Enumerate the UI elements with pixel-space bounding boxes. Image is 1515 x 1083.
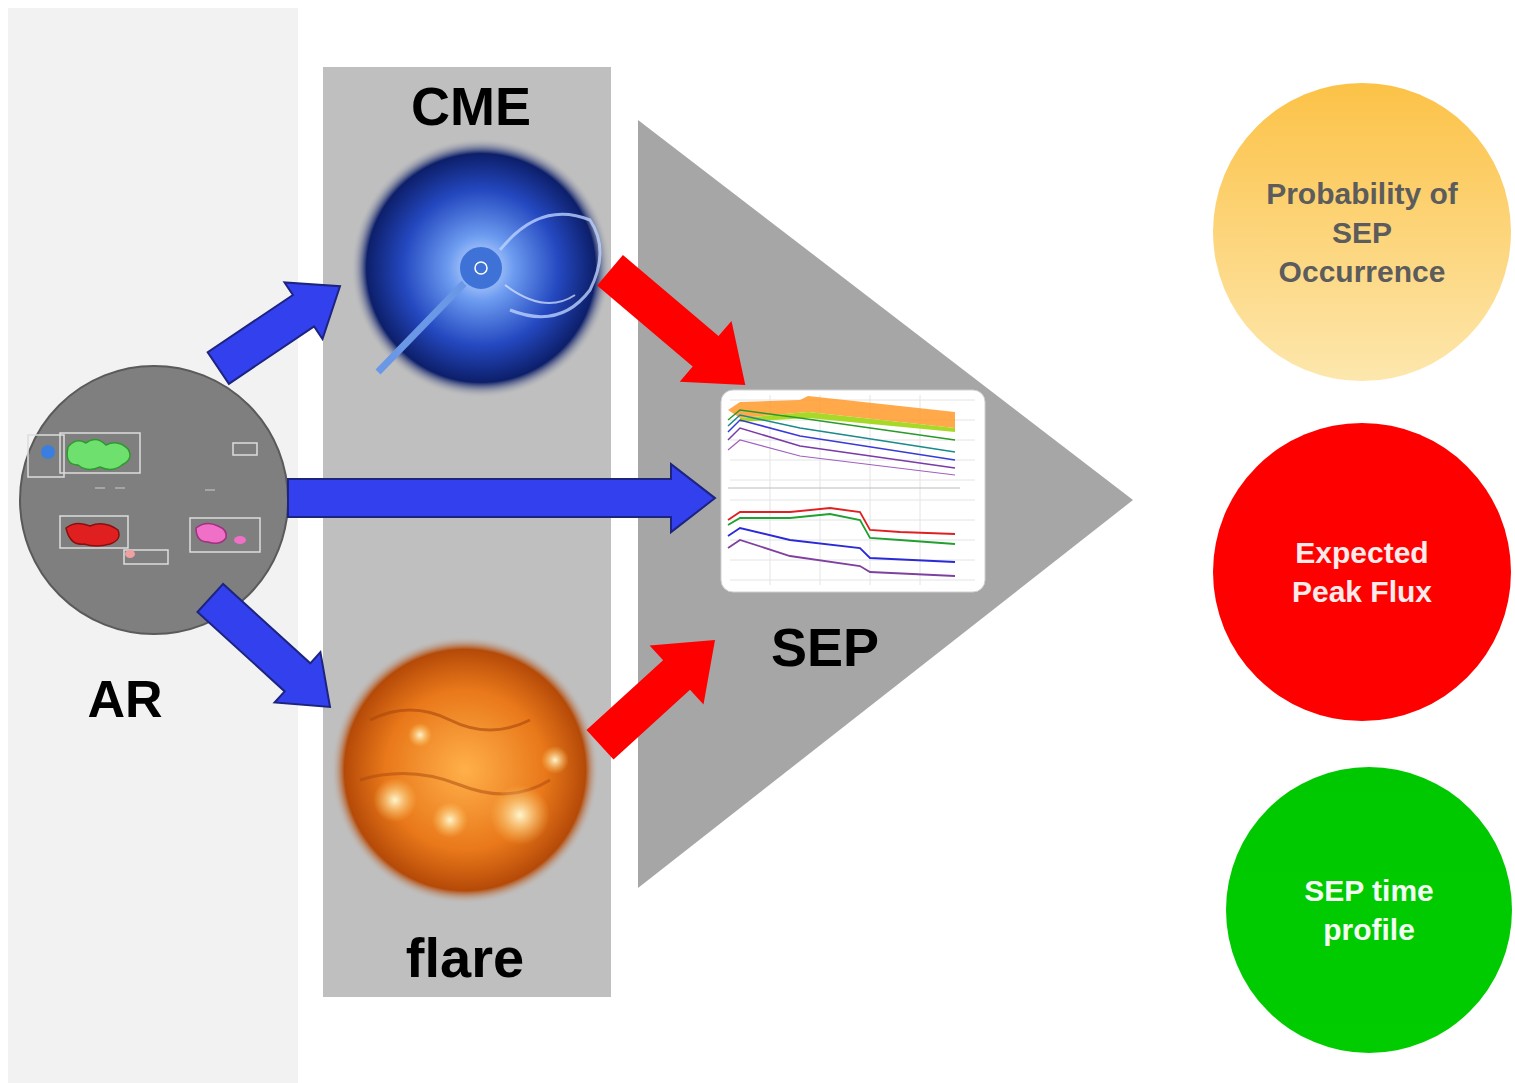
arrow-body — [288, 464, 715, 532]
node-label: CME — [340, 77, 602, 136]
output-circle: Probability of SEP Occurrence — [1212, 82, 1512, 382]
arrow-body — [587, 640, 716, 760]
flare-image — [331, 636, 599, 904]
arrow-body — [597, 255, 745, 385]
circle-fill — [1226, 767, 1512, 1053]
node-label: flare — [330, 927, 600, 989]
arrow-body — [208, 283, 340, 384]
output-circle: Expected Peak Flux — [1212, 422, 1512, 722]
active-region: AR — [20, 368, 288, 733]
block-arrow — [288, 464, 715, 532]
arrow-body — [198, 584, 331, 707]
circle-label: Probability of SEP Occurrence — [1262, 174, 1462, 291]
cme-image — [351, 138, 611, 398]
circle-fill — [1213, 423, 1511, 721]
block-arrow — [208, 283, 340, 384]
output-circle: SEP time profile — [1225, 766, 1513, 1054]
middle-panel — [323, 67, 611, 997]
active-region-image — [20, 366, 288, 634]
circle-label: Expected Peak Flux — [1262, 533, 1462, 611]
flare-node: flare — [330, 635, 600, 995]
circle-shape — [1212, 422, 1512, 722]
circle-label: SEP time profile — [1274, 871, 1464, 949]
sep-node: SEP — [715, 385, 990, 685]
node-label: AR — [20, 671, 230, 728]
left-band — [8, 8, 298, 1083]
circle-fill — [1213, 83, 1511, 381]
node-label: SEP — [755, 618, 895, 677]
cme-node: CME — [340, 75, 610, 395]
block-arrow — [587, 640, 716, 760]
block-arrow — [597, 255, 745, 385]
sep-chart-image — [721, 390, 985, 592]
triangle-shape — [638, 120, 1133, 888]
circle-shape — [1225, 766, 1513, 1054]
block-arrow — [198, 584, 331, 707]
